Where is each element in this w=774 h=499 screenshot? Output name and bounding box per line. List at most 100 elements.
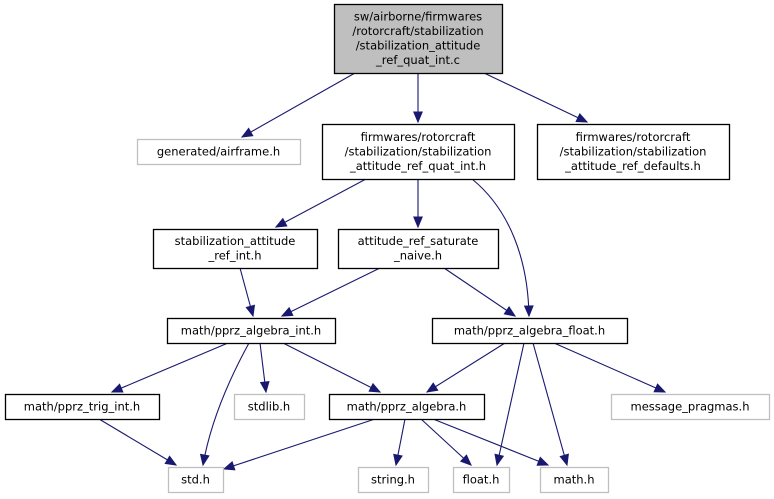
node-label-line: math/pprz_trig_int.h [24,399,140,413]
edge-alg_int-to-stdlib [259,342,270,394]
edge-line [471,178,530,317]
node-box [136,138,302,166]
edge-alg-to-math [432,418,550,466]
node-label-line: firmwares/rotorcraft [576,130,691,144]
node-box [610,393,771,421]
node-label-line: _naive.h [393,249,442,263]
node-label-line: message_pragmas.h [631,399,750,413]
node-box [337,228,500,270]
arrowhead-icon [653,383,667,393]
node-saturate[interactable]: attitude_ref_saturate_naive.h [337,228,500,270]
arrowhead-icon [199,453,210,467]
node-stdlib[interactable]: stdlib.h [233,393,306,421]
edge-line [98,418,177,466]
edge-root-to-airframe [240,72,356,138]
node-box [452,466,511,494]
arrowhead-icon [425,382,439,393]
edge-alg_float-to-math [532,342,569,467]
edge-alg_float-to-pragmas [553,342,667,393]
node-label-line: math/pprz_algebra_int.h [181,323,321,337]
node-alg-float[interactable]: math/pprz_algebra_float.h [431,317,629,345]
edge-alg-to-string [393,418,406,467]
arrowhead-icon [110,383,124,393]
node-label-line: math/pprz_algebra.h [347,399,467,413]
node-label-line: stabilization_attitude [175,234,296,248]
node-box [4,393,161,421]
node-label-line: /rotorcraft/stabilization [352,24,483,38]
edge-line [496,342,525,466]
edge-line [241,72,356,138]
node-trig-int[interactable]: math/pprz_trig_int.h [4,393,161,421]
node-box [431,317,629,345]
node-label-line: float.h [463,472,500,486]
node-box [166,317,337,345]
arrowhead-icon [536,456,550,466]
node-label-line: math/pprz_algebra_float.h [454,323,605,337]
edge-quat_int_h-to-ref_int [274,178,367,228]
edge-saturate-to-alg_int [280,267,381,317]
node-label-line: sw/airborne/firmwares [354,10,482,24]
edge-line [111,342,229,393]
edge-line [282,342,381,393]
node-box [536,123,731,181]
edge-line [443,267,516,317]
node-box [333,3,504,75]
node-string[interactable]: string.h [357,466,430,494]
edge-root-to-quat_int_h [413,73,423,124]
edge-alg_int-to-alg [282,342,382,393]
arrowhead-icon [280,306,294,317]
node-label-line: generated/airframe.h [157,144,280,158]
edge-alg-to-float [420,418,472,466]
node-alg[interactable]: math/pprz_algebra.h [328,393,486,421]
node-label-line: /stabilization_attitude [356,39,481,53]
node-airframe[interactable]: generated/airframe.h [136,138,302,166]
node-float[interactable]: float.h [452,466,511,494]
edge-alg_int-to-std [199,342,250,467]
edge-line [275,178,367,228]
node-math[interactable]: math.h [539,466,610,494]
edge-line [432,418,549,466]
node-box [233,393,306,421]
node-label-line: _ref_quat_int.c [375,53,460,67]
node-box [152,228,319,270]
arrowhead-icon [259,380,270,394]
node-alg-int[interactable]: math/pprz_algebra_int.h [166,317,337,345]
node-quat-int-h[interactable]: firmwares/rotorcraft/stabilization/stabi… [321,123,516,181]
edge-line [532,342,568,466]
node-label-line: _attitude_ref_quat_int.h [349,159,486,173]
edge-alg_int-to-trig_int [110,342,229,393]
nodes-layer: sw/airborne/firmwares/rotorcraft/stabili… [4,3,771,494]
arrowhead-icon [245,304,256,318]
arrowhead-icon [393,453,403,467]
edges-layer [98,72,667,471]
node-label-line: /stabilization/stabilization [560,144,707,158]
arrowhead-icon [494,453,505,467]
arrowhead-icon [413,111,423,124]
node-pragmas[interactable]: message_pragmas.h [610,393,771,421]
node-box [167,466,225,494]
arrowhead-icon [274,217,288,228]
node-std[interactable]: std.h [167,466,225,494]
node-ref-defaults[interactable]: firmwares/rotorcraft/stabilization/stabi… [536,123,731,181]
edge-ref_int-to-alg_int [239,267,256,318]
node-ref-int[interactable]: stabilization_attitude_ref_int.h [152,228,319,270]
arrowhead-icon [368,382,382,393]
node-box [321,123,516,181]
edge-quat_int_h-to-saturate [413,179,423,229]
edge-alg_float-to-float [494,342,525,467]
arrowhead-icon [523,305,534,318]
node-box [328,393,486,421]
node-box [357,466,430,494]
node-label-line: stdlib.h [248,399,290,413]
edge-alg_float-to-alg [425,342,506,393]
edge-line [223,418,376,470]
node-root: sw/airborne/firmwares/rotorcraft/stabili… [333,3,504,75]
arrowhead-icon [413,216,423,229]
arrowhead-icon [575,113,589,123]
edge-alg-to-std [222,418,376,471]
edge-line [281,267,381,317]
edge-line [420,418,472,466]
node-label-line: math.h [554,472,595,486]
node-label-line: firmwares/rotorcraft [361,130,476,144]
